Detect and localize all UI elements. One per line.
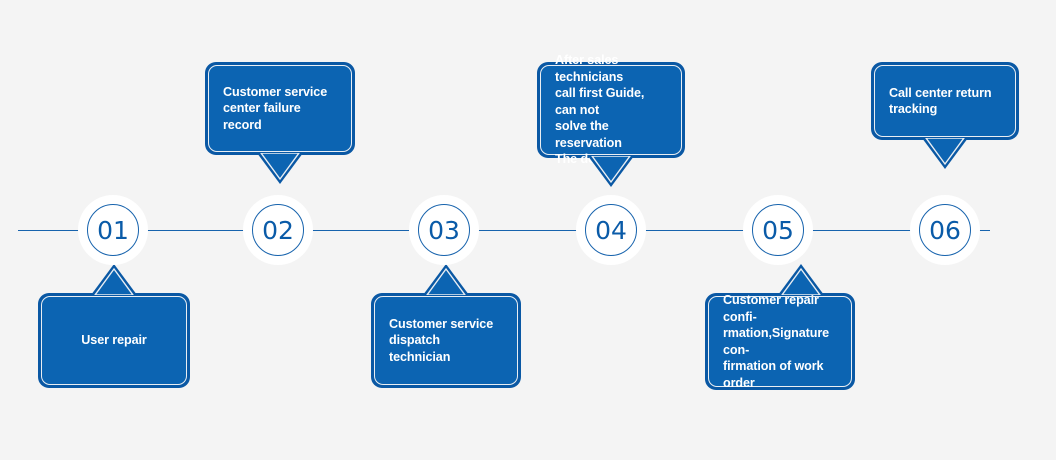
timeline-node-01[interactable]: 01 bbox=[78, 195, 148, 265]
callout-step-01[interactable]: User repair bbox=[38, 264, 190, 388]
timeline-node-06[interactable]: 06 bbox=[910, 195, 980, 265]
callout-step-05[interactable]: Customer repair confi- rmation,Signature… bbox=[705, 264, 855, 390]
callout-step-03-body: Customer service dispatch technician bbox=[374, 296, 518, 385]
callout-step-04[interactable]: After sales technicians call first Guide… bbox=[537, 53, 685, 187]
callout-step-04-text: After sales technicians call first Guide… bbox=[555, 53, 645, 167]
timeline-node-01-ring: 01 bbox=[87, 204, 139, 256]
timeline-node-06-number: 06 bbox=[929, 215, 961, 245]
timeline-node-02[interactable]: 02 bbox=[243, 195, 313, 265]
callout-step-06-body: Call center return tracking bbox=[874, 65, 1016, 137]
callout-step-02-text: Customer service center failure record bbox=[223, 84, 328, 132]
callout-step-04-body: After sales technicians call first Guide… bbox=[540, 53, 682, 166]
callout-step-02-pointer bbox=[257, 152, 303, 185]
timeline-node-03[interactable]: 03 bbox=[409, 195, 479, 265]
timeline-node-05[interactable]: 05 bbox=[743, 195, 813, 265]
callout-step-05-text: Customer repair confi- rmation,Signature… bbox=[723, 293, 830, 390]
timeline-node-04-ring: 04 bbox=[585, 204, 637, 256]
timeline-node-03-ring: 03 bbox=[418, 204, 470, 256]
callout-step-02-body: Customer service center failure record bbox=[208, 65, 352, 152]
callout-step-04-pointer bbox=[588, 155, 634, 188]
callout-step-01-pointer bbox=[91, 263, 137, 296]
callout-step-03[interactable]: Customer service dispatch technician bbox=[371, 264, 521, 388]
timeline-node-05-ring: 05 bbox=[752, 204, 804, 256]
callout-step-06[interactable]: Call center return tracking bbox=[871, 62, 1019, 169]
timeline-node-05-number: 05 bbox=[762, 215, 794, 245]
timeline-axis-line bbox=[18, 230, 990, 231]
timeline-node-06-ring: 06 bbox=[919, 204, 971, 256]
callout-step-05-pointer bbox=[778, 263, 824, 296]
timeline-node-01-number: 01 bbox=[97, 215, 129, 245]
callout-step-06-text: Call center return tracking bbox=[889, 85, 992, 117]
timeline-node-02-ring: 02 bbox=[252, 204, 304, 256]
callout-step-05-body: Customer repair confi- rmation,Signature… bbox=[708, 293, 852, 390]
timeline-node-04-number: 04 bbox=[595, 215, 627, 245]
callout-step-03-text: Customer service dispatch technician bbox=[389, 316, 494, 364]
timeline-node-04[interactable]: 04 bbox=[576, 195, 646, 265]
callout-step-06-pointer bbox=[922, 137, 968, 170]
callout-step-01-text: User repair bbox=[81, 333, 147, 348]
timeline-node-02-number: 02 bbox=[262, 215, 294, 245]
callout-step-02[interactable]: Customer service center failure record bbox=[205, 62, 355, 184]
callout-step-03-pointer bbox=[423, 263, 469, 296]
timeline-node-03-number: 03 bbox=[428, 215, 460, 245]
callout-step-01-body: User repair bbox=[41, 296, 187, 385]
